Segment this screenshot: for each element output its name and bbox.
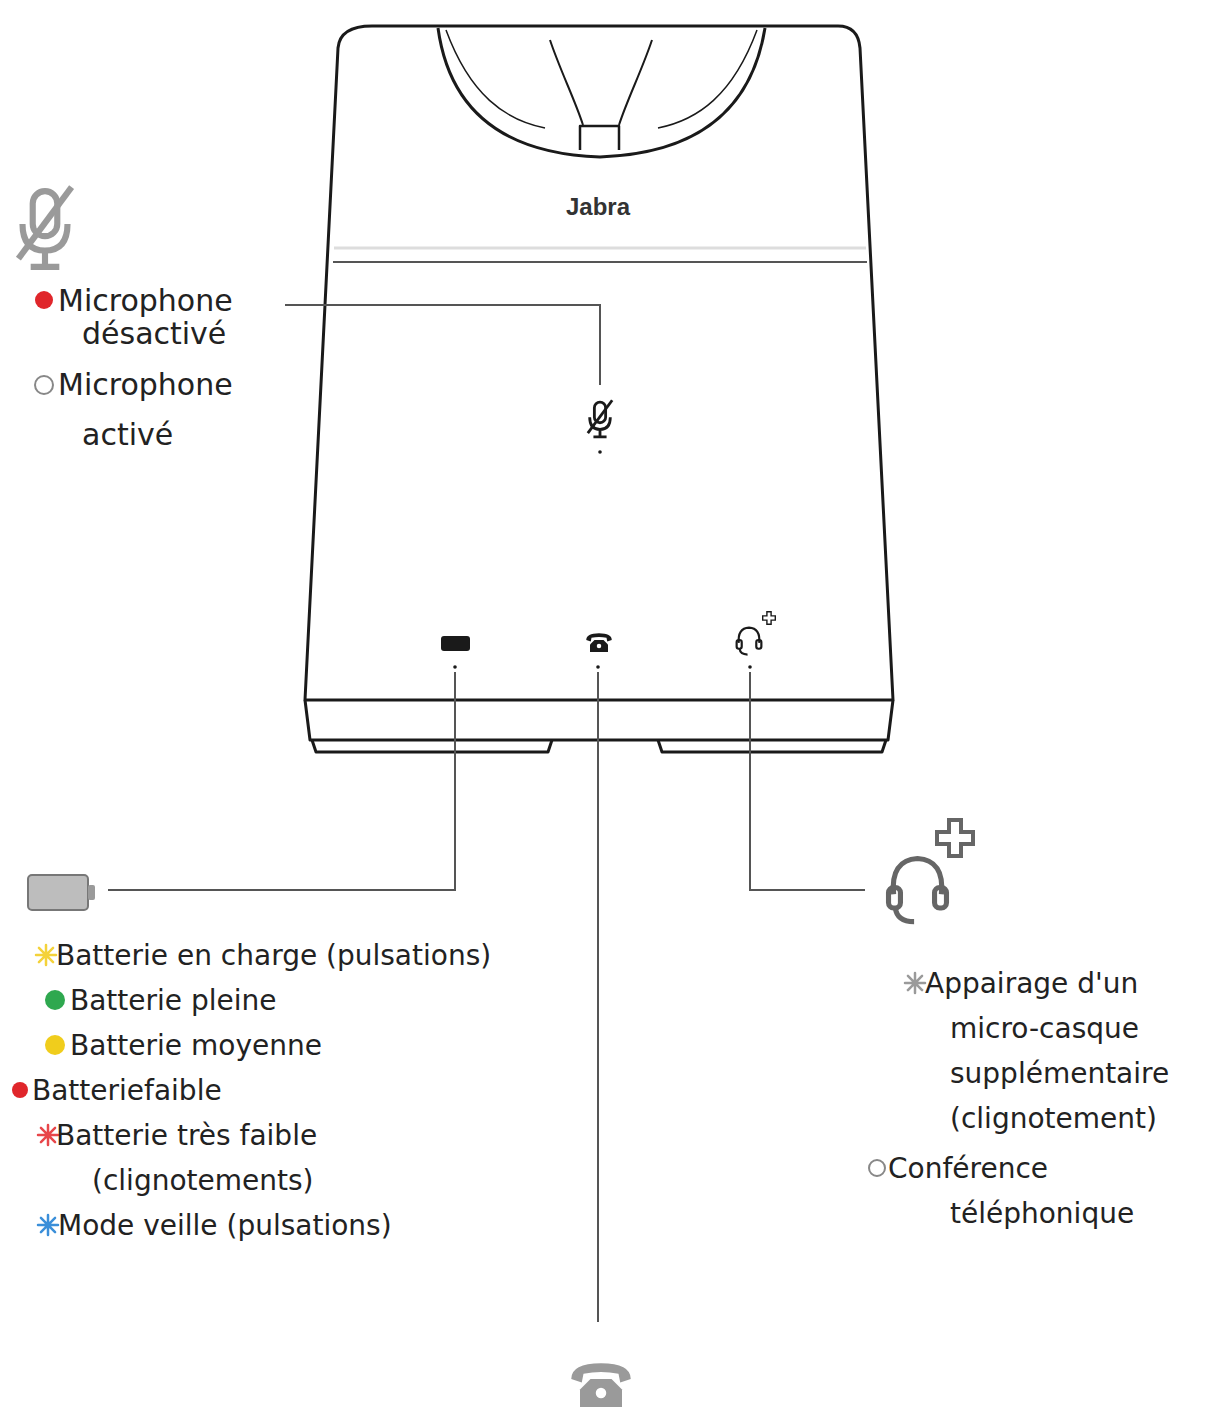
led-state-label: Batterie très faible (clignotements)	[92, 1113, 372, 1203]
led-pulse-marker	[38, 1215, 58, 1235]
led-pulse-marker	[905, 973, 925, 993]
led-state-label: Batterie en charge (pulsations)	[56, 933, 491, 978]
led-pulse-marker	[38, 1125, 58, 1145]
led-state-label: Batteriefaible	[32, 1068, 222, 1113]
led-state-label: Appairage d'un micro-casque supplémentai…	[950, 961, 1195, 1141]
led-state-label: Batterie pleine	[70, 978, 277, 1023]
led-state-label: Mode veille (pulsations)	[58, 1203, 392, 1248]
brand-logo: Jabra	[548, 192, 648, 222]
led-pulse-marker	[36, 945, 56, 965]
led-state-label: Batterie moyenne	[70, 1023, 322, 1068]
led-state-label: Microphone désactivé	[82, 284, 282, 350]
led-state-label: Conférence téléphonique	[950, 1146, 1195, 1236]
led-state-label: Microphone activé	[82, 360, 282, 460]
